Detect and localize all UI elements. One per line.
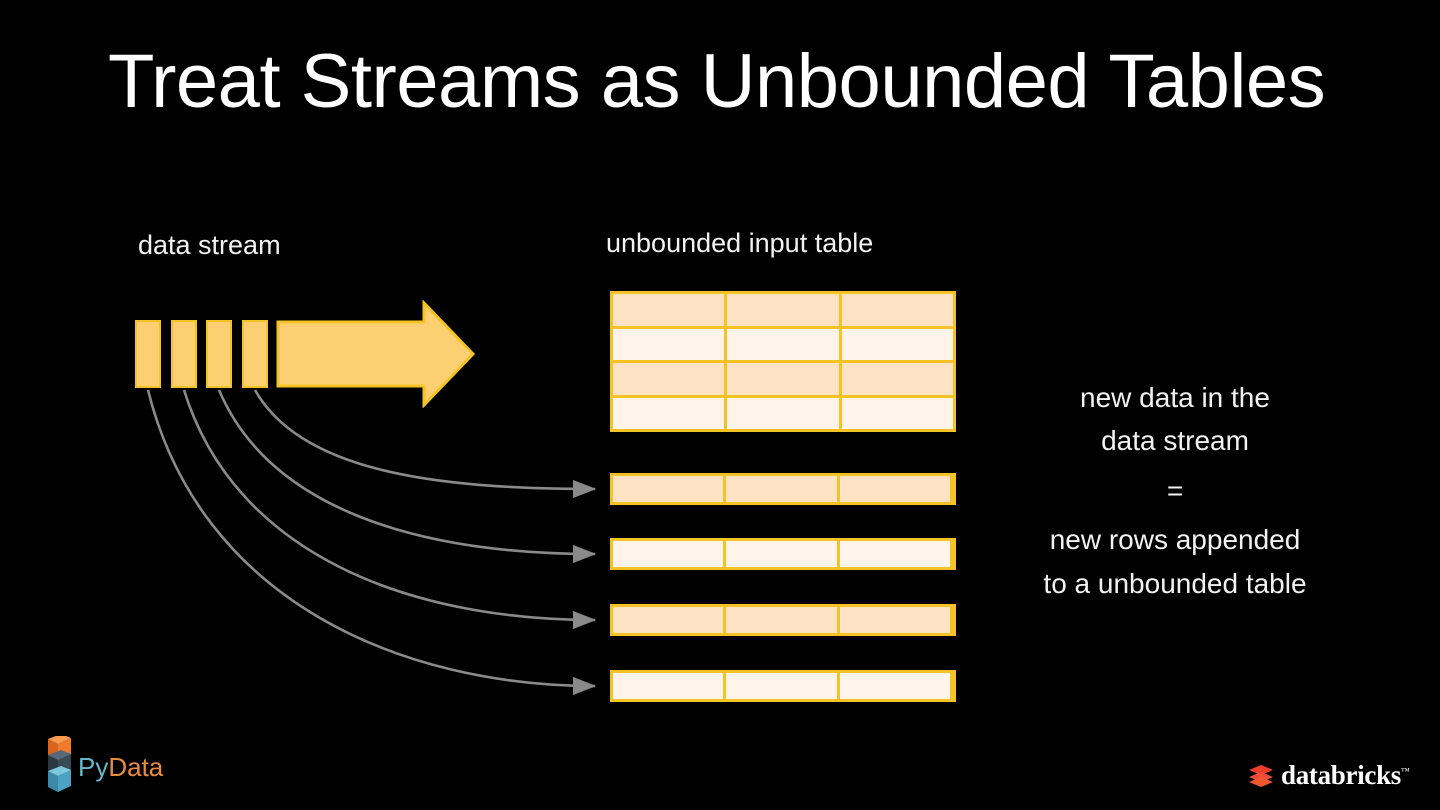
- stream-block-1: [135, 320, 161, 388]
- table-cell: [613, 541, 727, 567]
- table-row: [613, 294, 953, 329]
- databricks-logo: databricks™: [1248, 760, 1410, 790]
- table-cell: [727, 363, 842, 395]
- appended-row-2: [610, 538, 956, 570]
- table-cell: [613, 328, 728, 360]
- flow-arrow-right-icon: [276, 299, 476, 409]
- table-cell: [727, 294, 842, 326]
- table-cell: [726, 476, 840, 502]
- table-cell: [839, 607, 953, 633]
- table-cell: [839, 541, 953, 567]
- table-cell: [839, 673, 953, 699]
- caption-unbounded-input-table: unbounded input table: [606, 228, 874, 258]
- stream-block-3: [206, 320, 232, 388]
- connector-3: [182, 389, 597, 630]
- pydata-wordmark: PyData: [78, 752, 163, 783]
- table-cell: [613, 607, 727, 633]
- databricks-tm: ™: [1401, 765, 1410, 776]
- table-row: [613, 363, 953, 398]
- databricks-wordmark: databricks™: [1281, 760, 1410, 791]
- databricks-mark-icon: [1249, 765, 1273, 787]
- stream-block-2: [171, 320, 197, 388]
- explanation-line-1: new data in the: [1080, 382, 1270, 413]
- table-row: [613, 397, 953, 429]
- table-cell: [841, 397, 953, 429]
- connector-2: [217, 389, 597, 564]
- explanation-line-4: to a unbounded table: [1043, 567, 1307, 599]
- table-cell: [613, 363, 728, 395]
- explanation-text: new data in the data stream = new rows a…: [1000, 376, 1350, 605]
- table-cell: [841, 328, 953, 360]
- unbounded-input-table: [610, 291, 956, 432]
- page-title: Treat Streams as Unbounded Tables: [108, 39, 1326, 124]
- table-cell: [726, 607, 840, 633]
- explanation-line-2: data stream: [1101, 425, 1249, 457]
- appended-row-4: [610, 670, 956, 702]
- table-row: [613, 328, 953, 363]
- table-cell: [726, 541, 840, 567]
- table-cell: [613, 673, 727, 699]
- table-cell: [613, 397, 728, 429]
- databricks-word-text: databricks: [1281, 759, 1402, 790]
- explanation-equals: =: [1166, 474, 1184, 506]
- table-cell: [613, 294, 728, 326]
- connector-4: [146, 389, 597, 696]
- appended-row-3: [610, 604, 956, 636]
- appended-row-1: [610, 473, 956, 505]
- caption-data-stream: data stream: [138, 230, 281, 260]
- table-cell: [613, 476, 727, 502]
- explanation-line-3: new rows appended: [1049, 524, 1301, 556]
- pydata-word-py: Py: [78, 752, 109, 782]
- table-cell: [841, 294, 953, 326]
- table-cell: [726, 673, 840, 699]
- pydata-word-data: Data: [108, 752, 164, 782]
- table-cell: [839, 476, 953, 502]
- table-cell: [841, 363, 953, 395]
- table-cell: [727, 397, 842, 429]
- table-cell: [727, 328, 842, 360]
- stream-block-4: [242, 320, 268, 388]
- pydata-logo-icon: [38, 734, 138, 794]
